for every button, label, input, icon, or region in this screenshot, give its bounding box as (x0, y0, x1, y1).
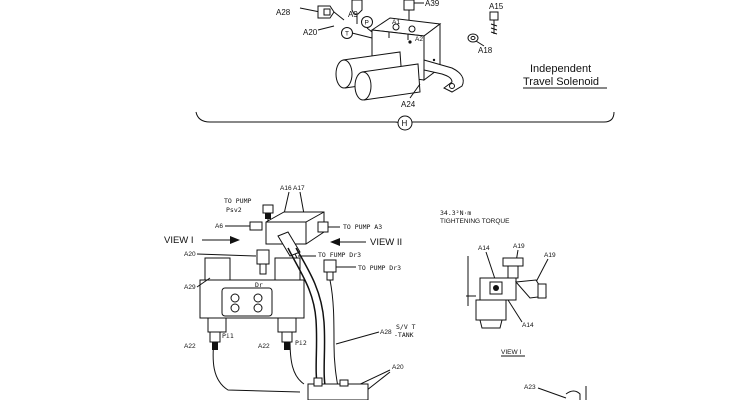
top-valve-block (265, 211, 329, 245)
fitting-dr3-a (256, 249, 270, 275)
label-a2: A2 (415, 36, 423, 43)
caption-independent: Independent (530, 63, 591, 75)
port-t-marker (341, 27, 373, 39)
leader-a19-right (535, 258, 549, 283)
label-sv-t-2: -TANK (394, 331, 414, 339)
label-to-pump-psv2-1: TO PUMP (224, 197, 251, 205)
top-solenoid-assembly: A28 A9 A39 A15 A18 (195, 0, 615, 131)
label-a29: A29 (184, 284, 196, 291)
leader-a14-top (485, 251, 497, 283)
arrowhead-view-1 (230, 236, 240, 244)
label-a1: A1 (392, 19, 400, 26)
mounting-bracket (423, 58, 464, 93)
label-a14-bottom: A14 (522, 322, 534, 329)
label-a28-bottom: A28 (380, 329, 392, 336)
label-torque: TIGHTENING TORQUE (440, 218, 510, 225)
leader-a29 (196, 277, 211, 288)
label-a15: A15 (489, 2, 504, 11)
caption-travel-solenoid: Travel Solenoid (523, 76, 599, 88)
fitting-a28 (299, 5, 345, 21)
label-a20-top: A20 (303, 28, 318, 37)
solenoid-coils (335, 51, 421, 101)
label-view-1-detail: VIEW I (501, 349, 521, 356)
label-a19-right: A19 (544, 252, 556, 259)
label-pi2: Pi2 (295, 339, 307, 347)
washer-a18 (467, 33, 485, 47)
circle-h (397, 115, 413, 131)
fitting-a39 (403, 0, 424, 22)
label-a20-left: A20 (184, 251, 196, 258)
fitting-a6 (249, 221, 263, 231)
leader-a20-left (196, 253, 257, 257)
label-a19-top: A19 (513, 243, 525, 250)
bottom-valve-assembly: TO PUMP Psv2 A16 A17 TO PUMP A3 A6 VIEW … (164, 185, 416, 400)
bottom-manifold (307, 377, 369, 400)
fitting-a9 (351, 0, 363, 24)
label-view-1: VIEW I (164, 235, 194, 246)
arrowhead-view-2 (330, 238, 340, 246)
fitting-dr3-b (323, 259, 337, 281)
leader-a16-a17 (283, 191, 305, 215)
label-t: T (345, 31, 349, 38)
label-to-pump-dr3-b: TO PUMP Dr3 (358, 264, 401, 272)
leader-a24 (409, 83, 421, 99)
label-a24: A24 (401, 100, 416, 109)
label-a14-top: A14 (478, 245, 490, 252)
label-a23: A23 (524, 384, 536, 391)
label-torque-value: 34.3²N·m (440, 209, 471, 217)
leader-a14-bottom (507, 299, 523, 323)
leader-a28-bottom (335, 331, 380, 345)
label-h: H (402, 119, 408, 128)
label-dr: Dr (255, 281, 263, 289)
label-a22-mid: A22 (258, 343, 270, 350)
label-a22-left: A22 (184, 343, 196, 350)
label-pi1: Pi1 (222, 332, 234, 340)
label-a6: A6 (215, 223, 223, 230)
label-a9: A9 (348, 10, 358, 19)
leader-a23 (537, 387, 567, 399)
label-sv-t-1: S/V T (396, 323, 416, 331)
label-p: P (365, 20, 369, 27)
label-a20-bottom: A20 (392, 364, 404, 371)
label-a28-top: A28 (276, 8, 291, 17)
fitting-pi2 (281, 331, 293, 350)
label-to-pump-psv2-2: Psv2 (226, 206, 242, 214)
label-to-pump-dr3-a: TO FUMP Dr3 (318, 251, 361, 259)
label-a16-a17: A16 A17 (280, 185, 305, 192)
label-to-pump-a3: TO PUMP A3 (343, 223, 382, 231)
port-p-marker (361, 16, 373, 33)
label-a18: A18 (478, 46, 493, 55)
detail-view-1: 34.3²N·m TIGHTENING TORQUE A14 A19 A19 A… (440, 209, 587, 400)
label-view-2: VIEW II (370, 237, 402, 248)
bolt-a15 (489, 11, 499, 35)
detail-valve-body (475, 257, 547, 329)
detail-a23-part (565, 390, 581, 400)
fitting-pi1 (209, 331, 221, 350)
leader-a20-top (317, 25, 335, 31)
main-control-body (199, 257, 305, 333)
label-a39: A39 (425, 0, 440, 8)
